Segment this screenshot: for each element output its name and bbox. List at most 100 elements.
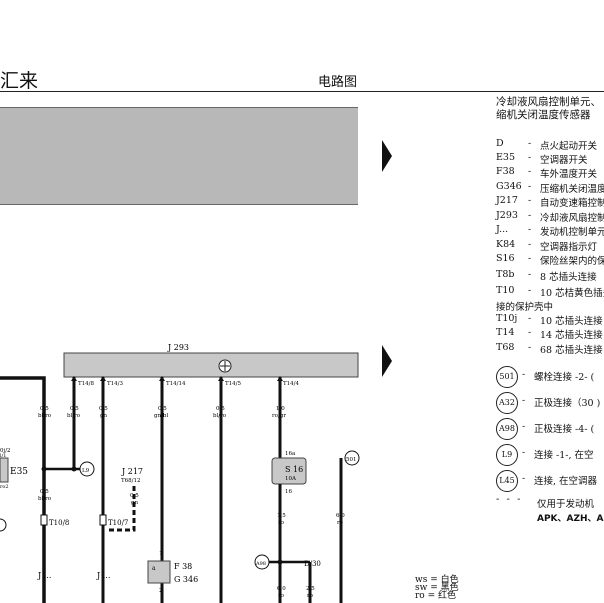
pin-label: T14/5 [225,381,242,387]
legend-desc: 车外温度开关 [540,169,598,180]
color-item: sw = 黑色 [415,583,459,593]
legend-code: T10 [496,285,515,296]
wire-j217-dashed [106,486,136,532]
legend-code: J293 [496,210,518,221]
wire-left-main [0,376,46,603]
wire-color: gn/bl [154,413,168,419]
color-abbr: ws [415,575,428,585]
wire-color: bl/ro [38,496,52,502]
color-name: 红色 [438,591,457,601]
connection-circle-icon: A98 [496,418,518,440]
wire-color: ro [337,520,344,526]
pin-label: T14/8 [78,381,95,387]
j217-pin: T68/12 [121,478,141,484]
pin-label: T14/14 [166,381,186,387]
wire-color: gn [131,500,139,506]
edge-label: 0j/2 [0,448,11,454]
edge-circle-icon [0,518,7,532]
wire-color: bl/ro [213,413,227,419]
junction-dot [71,466,77,472]
header-rule [0,91,604,92]
legend-desc: 空调器开关 [540,155,588,166]
edge-label: l/1 [0,453,6,459]
legend-code: D [496,138,504,149]
connection-desc: 连接, 在空调器 [534,476,598,487]
t10-8-label: T10/8 [49,519,69,527]
wire-size: 0,5 [70,406,79,412]
legend-code: S16 [496,253,515,264]
legend-code: T8b [496,269,515,280]
wire-color: bl/ro [38,413,52,419]
connection-desc: 正极连接 -4- ( [534,424,595,435]
color-item: ws = 白色 [415,575,459,585]
d30-label: D/30 [304,560,321,568]
wire-size: 2,5 [306,586,315,592]
pin-label: T14/3 [107,381,124,387]
wire-size: 0,5 [40,489,49,495]
note-line-2: APK、AZH、A [537,514,604,524]
page-arrow-icon [382,345,392,377]
legend-code: T10j [496,313,518,324]
legend-desc: 14 芯插头连接 [540,330,603,341]
color-name: 黑色 [440,583,459,593]
connection-desc: 正极连接（30 ) [534,398,601,409]
wire-size: 0,5 [40,406,49,412]
legend-code: T14 [496,327,515,338]
j-ecu-label: J ... [37,571,51,580]
legend-desc: 接的保护壳中 [496,302,554,313]
wire-size: 0,5 [130,493,139,499]
connection-desc: 连接 -1-, 在空 [534,450,594,461]
page-arrow-icon [382,140,392,172]
legend-desc: 发动机控制单元 [540,227,604,238]
s16-label: S 16 [285,465,303,474]
legend-desc: 8 芯插头连接 [540,272,597,283]
t10-8-connector [40,514,48,526]
legend-desc: 空调器指示灯 [540,242,598,253]
legend-desc: 10 芯插头连接 [540,316,603,327]
legend-code: J217 [496,195,518,206]
g346-label: G 346 [174,575,198,584]
connection-501-label: 501 [346,457,357,463]
wire-size: 0,5 [99,406,108,412]
fuse-pin-16: 16 [285,489,292,495]
legend-code: F38 [496,166,515,177]
legend-desc: 68 芯插头连接 [540,345,603,356]
wire-arrow-icon [159,376,165,381]
sensor-pin-1: 1 [159,551,163,557]
wire-size: 0,5 [158,406,167,412]
connection-circle-icon: A32 [496,392,518,414]
wire-arrow-icon [277,376,283,381]
connection-l9-icon [79,461,95,477]
e35-label: E35 [10,467,28,477]
sensor-pin: a [152,565,156,572]
legend-code: J... [496,224,509,235]
s16-amp: 10A [285,476,297,482]
t10-7-label: T10/7 [108,519,128,527]
connection-circle-icon: 501 [496,366,518,388]
wire-color: ro [307,593,314,599]
page-title: 电路图 [318,75,358,90]
dashed-line-legend: - - - [496,494,523,505]
color-abbr: sw [415,583,428,593]
wire-size: 1,5 [277,513,286,519]
f38-g346-sensor [147,560,171,584]
wire-color: gn [100,413,108,419]
legend-desc: 点火起动开关 [540,141,598,152]
e35-switch [0,457,9,483]
connection-a98-label: A98 [255,561,266,567]
legend-title: 冷却液风扇控制单元、 缩机关闭温度传感器 [496,96,604,122]
j293-label: J 293 [167,343,189,352]
j-ecu-label: J ... [96,571,110,580]
wire-size: 6,0 [336,513,345,519]
wire-arrow-icon [100,376,106,381]
color-abbr: ro [415,591,425,601]
wire-color: bl/ro [67,413,81,419]
color-item: ro = 红色 [415,591,457,601]
j217-label: J 217 [121,467,143,476]
wire-color: ro [278,520,285,526]
wire-size: 1,0 [276,406,285,412]
wire-color: ro [278,593,285,599]
junction-dot [41,466,47,472]
fuse-pin-16a: 16a [285,451,296,457]
